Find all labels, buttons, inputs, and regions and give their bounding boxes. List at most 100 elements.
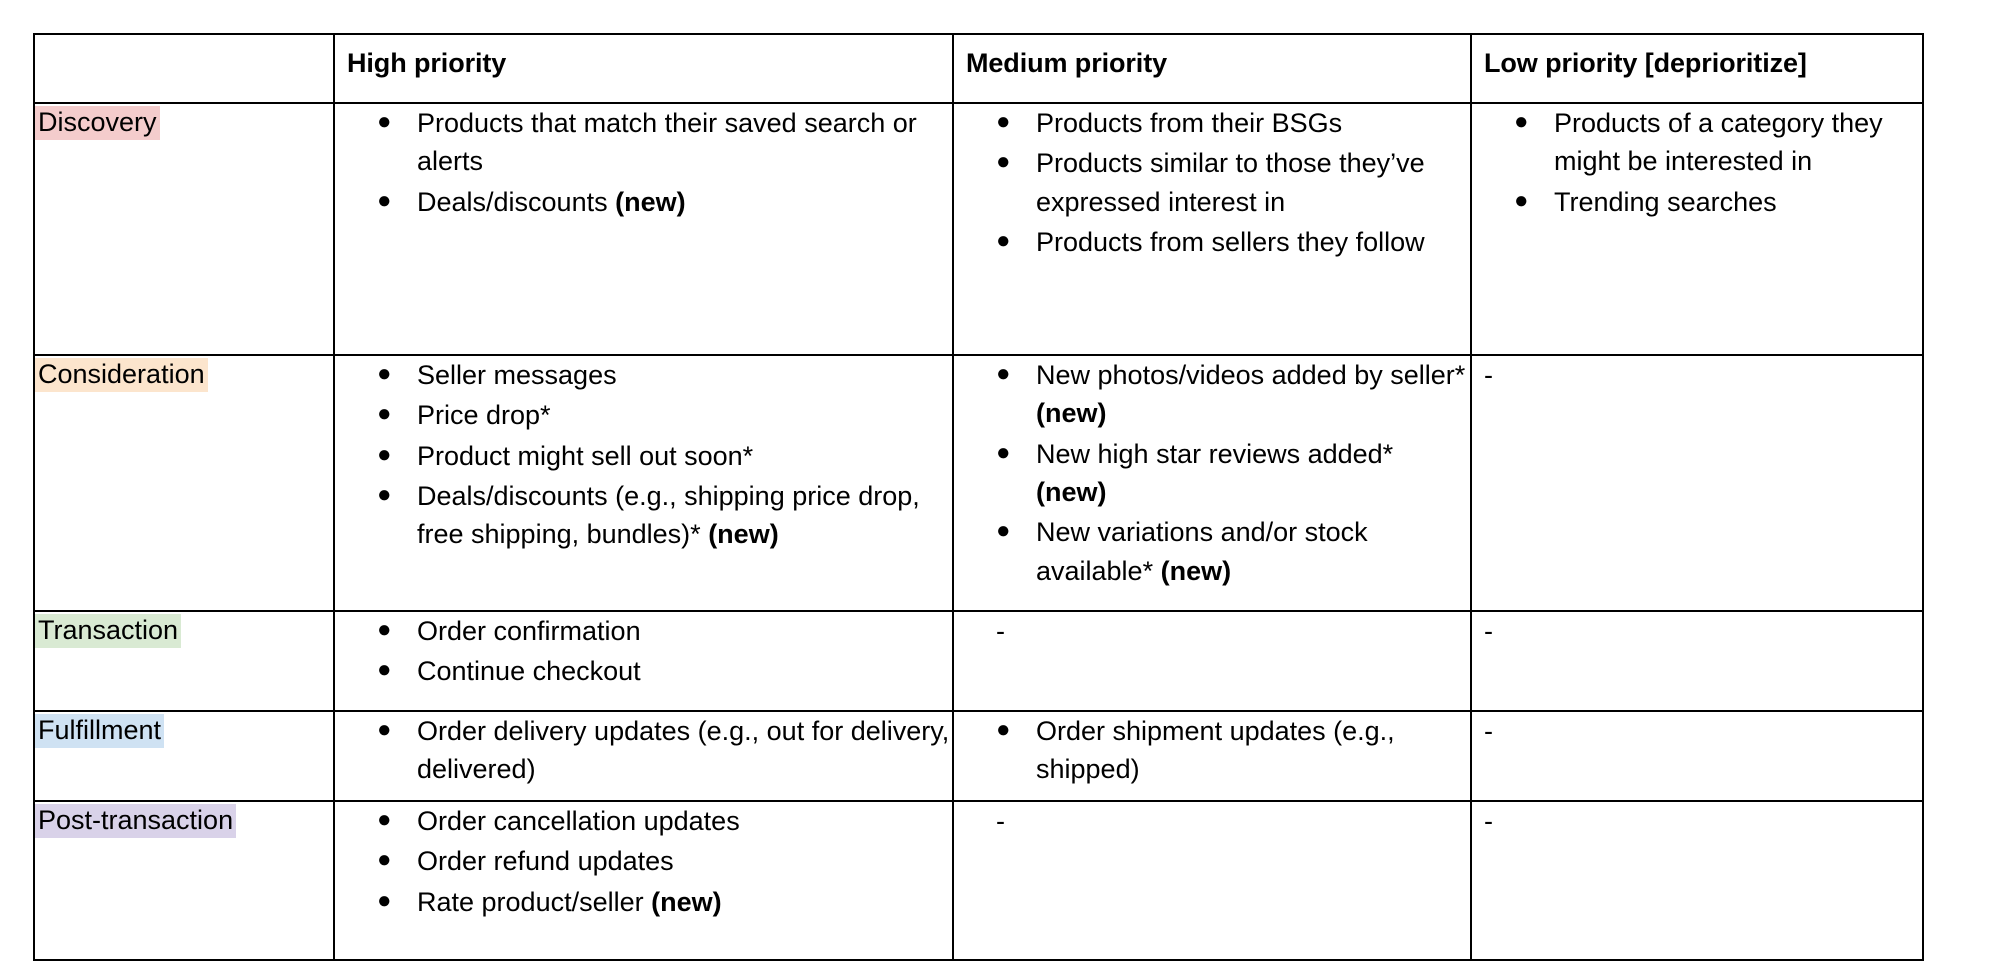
cell-discovery-low: ● Products of a category they might be in…: [1470, 102, 1924, 356]
list-item-label: Products from sellers they follow: [1036, 226, 1425, 257]
empty-dash: -: [996, 616, 1005, 646]
list-item-label: Continue checkout: [417, 656, 641, 687]
list-item: ● Products from sellers they follow: [954, 223, 1470, 261]
cell-transaction-high: ● Order confirmation ● Continue checkout: [333, 610, 954, 712]
list-item-label: Price drop*: [417, 400, 551, 431]
new-tag-label: (new): [708, 519, 779, 550]
cell-fulfillment-high: ●Order delivery updates (e.g., out for d…: [333, 710, 954, 802]
column-header-low-priority: Low priority [deprioritize]: [1470, 33, 1924, 104]
list-item: ● Products similar to those they’ve expre…: [954, 144, 1470, 221]
list-item: ● Products from their BSGs: [954, 104, 1470, 142]
list-item: ● New high star reviews added* (new): [954, 435, 1470, 512]
cell-discovery-high: ● Products that match their saved search …: [333, 102, 954, 356]
list-item-label: Order cancellation updates: [417, 806, 740, 836]
list-item-label: Products that match their saved search o…: [417, 108, 917, 177]
cell-fulfillment-low: -: [1470, 710, 1924, 802]
list-item: ● Rate product/seller (new): [335, 883, 952, 921]
bullet-icon: ●: [377, 806, 392, 833]
list-item: ● Deals/discounts (e.g., shipping price d…: [335, 477, 952, 554]
list-item-label: Order delivery updates (e.g., out for de…: [417, 716, 950, 785]
bullet-icon: ●: [1514, 186, 1529, 214]
bullet-icon: ●: [377, 616, 392, 643]
stage-label: Post-transaction: [35, 804, 237, 838]
bullet-icon: ●: [377, 440, 392, 468]
list-item-label: Products from their BSGs: [1036, 108, 1343, 138]
list-item: ● Order confirmation: [335, 612, 952, 650]
empty-dash: -: [996, 806, 1005, 836]
bullet-icon: ●: [996, 108, 1011, 135]
bullet-icon: ●: [377, 846, 392, 874]
item-list-medium: ● Order shipment updates (e.g., shipped): [954, 712, 1470, 789]
empty-dash: -: [1484, 806, 1493, 836]
cell-transaction-low: -: [1470, 610, 1924, 712]
list-item: ● Products that match their saved search …: [335, 104, 952, 181]
bullet-icon: ●: [996, 226, 1011, 254]
list-item-label: New variations and/or stock available*: [1036, 517, 1368, 586]
table-body: Discovery●Products that match their save…: [33, 102, 1924, 961]
list-item-label: Seller messages: [417, 360, 617, 390]
cell-post-transaction-low: -: [1470, 800, 1924, 961]
table-header-row: High priority Medium priority Low priori…: [33, 33, 1924, 104]
stage-label: Transaction: [35, 614, 182, 648]
bullet-icon: ●: [377, 480, 392, 508]
new-tag-label: (new): [1036, 398, 1107, 429]
list-item: ●New variations and/or stock available* …: [954, 513, 1470, 590]
column-header-medium-priority: Medium priority: [952, 33, 1472, 104]
item-list-high: ● Products that match their saved search …: [335, 104, 952, 221]
cell-discovery-medium: ● Products from their BSGs ● Products simil…: [952, 102, 1472, 356]
stage-label: Fulfillment: [35, 714, 165, 748]
stage-cell-fulfillment: Fulfillment: [33, 710, 335, 802]
stage-cell-consideration: Consideration: [33, 354, 335, 612]
list-item: ● Order cancellation updates: [335, 802, 952, 840]
list-item: ● Order refund updates: [335, 842, 952, 880]
list-item: ● Price drop*: [335, 396, 952, 434]
list-item-label: Product might sell out soon*: [417, 440, 754, 471]
table-row: Discovery●Products that match their save…: [33, 102, 1924, 356]
item-list-medium: ●New photos/videos added by seller* (new…: [954, 356, 1470, 590]
column-header-high-priority: High priority: [333, 33, 954, 104]
table-row: Transaction ● Order confirmation ● Continue …: [33, 610, 1924, 712]
cell-consideration-medium: ●New photos/videos added by seller* (new…: [952, 354, 1472, 612]
list-item: ●Trending searches: [1472, 183, 1922, 221]
list-item-label: Rate product/seller: [417, 886, 652, 917]
cell-post-transaction-high: ● Order cancellation updates ● Order refund…: [333, 800, 954, 961]
cell-post-transaction-medium: -: [952, 800, 1472, 961]
bullet-icon: ●: [996, 716, 1011, 743]
empty-dash: -: [1484, 716, 1493, 746]
table-row: Consideration ● Seller messages ● Price drop…: [33, 354, 1924, 612]
bullet-icon: ●: [377, 400, 392, 428]
item-list-low: ● Products of a category they might be in…: [1472, 104, 1922, 221]
empty-dash: -: [1484, 616, 1493, 646]
list-item-label: Products similar to those they’ve expres…: [1036, 148, 1425, 217]
new-tag-label: (new): [651, 886, 722, 917]
bullet-icon: ●: [377, 656, 392, 684]
table-row: Post-transaction ● Order cancellation upda…: [33, 800, 1924, 961]
bullet-icon: ●: [1514, 108, 1529, 135]
list-item: ● Products of a category they might be in…: [1472, 104, 1922, 181]
bullet-icon: ●: [996, 148, 1011, 176]
bullet-icon: ●: [377, 108, 392, 135]
new-tag-label: (new): [615, 186, 686, 217]
list-item-label: Deals/discounts (e.g., shipping price dr…: [417, 480, 920, 550]
new-tag-label: (new): [1036, 476, 1107, 507]
list-item: ●Deals/discounts (new): [335, 183, 952, 221]
list-item-label: Order shipment updates (e.g., shipped): [1036, 716, 1395, 785]
stage-cell-transaction: Transaction: [33, 610, 335, 712]
list-item: ●New photos/videos added by seller* (new…: [954, 356, 1470, 433]
list-item-label: Products of a category they might be int…: [1554, 108, 1883, 177]
item-list-high: ●Order delivery updates (e.g., out for d…: [335, 712, 952, 789]
list-item-label: Order refund updates: [417, 846, 674, 877]
bullet-icon: ●: [377, 886, 392, 914]
cell-fulfillment-medium: ● Order shipment updates (e.g., shipped): [952, 710, 1472, 802]
empty-dash: -: [1484, 360, 1493, 390]
list-item: ● Continue checkout: [335, 652, 952, 690]
cell-transaction-medium: -: [952, 610, 1472, 712]
list-item-label: Order confirmation: [417, 616, 641, 646]
list-item-label: New high star reviews added*: [1036, 438, 1394, 469]
item-list-high: ● Order cancellation updates ● Order refund…: [335, 802, 952, 921]
cell-consideration-low: -: [1470, 354, 1924, 612]
bullet-icon: ●: [996, 438, 1011, 466]
list-item: ● Product might sell out soon*: [335, 437, 952, 475]
item-list-high: ● Seller messages ● Price drop* ● Product mig…: [335, 356, 952, 554]
